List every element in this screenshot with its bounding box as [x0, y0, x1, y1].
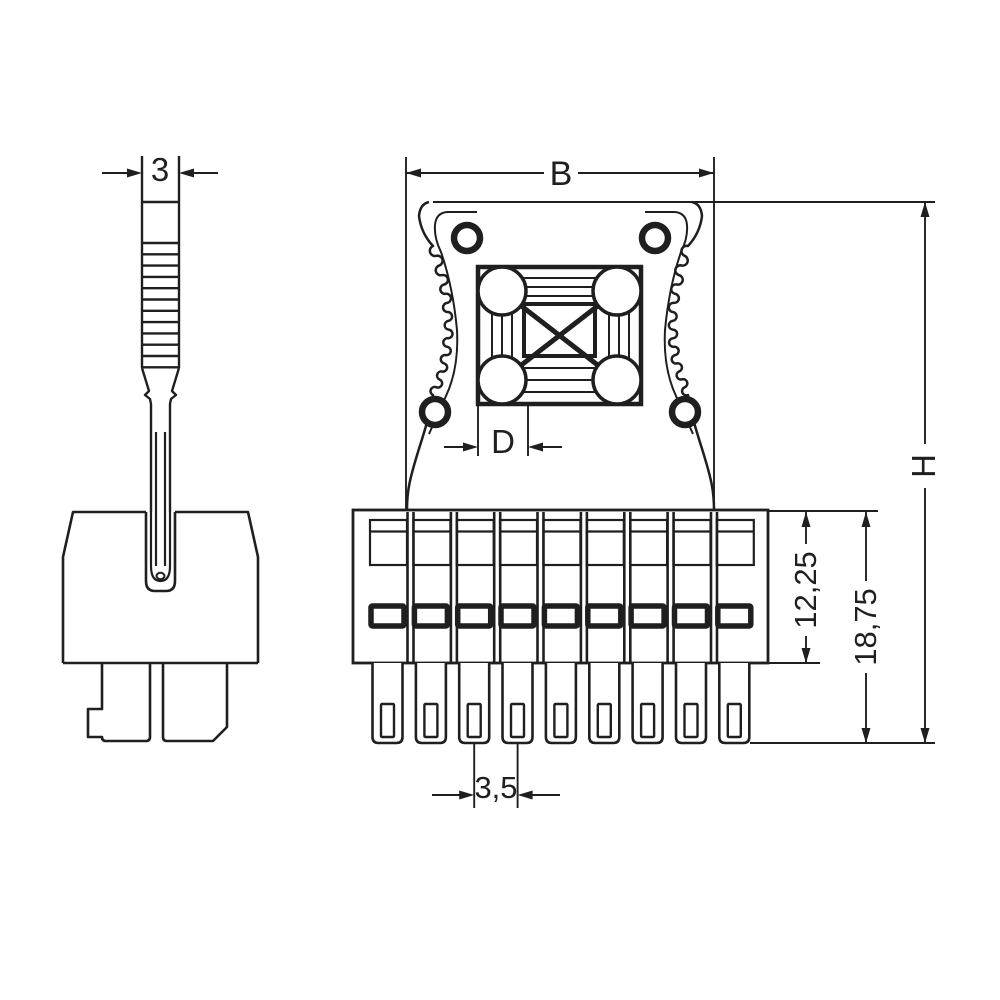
unit-actuation-slot [498, 603, 537, 629]
terminal-unit [454, 512, 502, 745]
terminal-unit [368, 512, 415, 745]
unit-pin-slot [553, 702, 569, 739]
dimension-housing-depth: 12,25 [788, 512, 823, 663]
unit-pin-slot [596, 702, 612, 739]
unit-actuation-slot [368, 603, 407, 629]
terminal-strip-front-view [351, 508, 770, 745]
terminal-unit [671, 512, 719, 745]
housing-side-view [61, 510, 260, 743]
terminal-units [368, 512, 755, 745]
operating-tool-side-view [140, 156, 181, 512]
dim-label-flange-width: B [550, 155, 573, 193]
unit-pin-slot [639, 702, 656, 739]
flange-inner-contour [428, 211, 694, 435]
coding-pins [476, 265, 643, 406]
unit-actuation-slot [541, 603, 581, 629]
dimension-total-height: H [905, 202, 942, 743]
terminal-unit [715, 518, 755, 745]
right-side-dimensions: 12,25 18,75 H [750, 202, 942, 744]
dim-label-coding-pin-diameter: D [491, 423, 515, 460]
dim-label-total-height: H [905, 454, 942, 478]
unit-actuation-slot [585, 603, 624, 629]
flange-outline [405, 200, 716, 511]
dim-label-housing-depth: 12,25 [788, 551, 823, 629]
unit-pin-slot [683, 702, 699, 739]
unit-actuation-slot [411, 603, 451, 629]
mounting-flange-front-view [405, 200, 716, 511]
terminal-unit [628, 512, 675, 745]
dimension-pin-pitch: 3,5 [432, 743, 560, 808]
dim-label-tool-width: 3 [151, 151, 169, 188]
unit-actuation-slot [628, 603, 667, 629]
dimension-overall-depth: 18,75 [848, 512, 883, 743]
mounting-holes [418, 221, 702, 429]
dimension-tool-width: 3 [102, 151, 218, 188]
coding-inner-square [522, 302, 597, 358]
tool-grip-ribs [142, 241, 179, 369]
unit-pin-slot [466, 702, 482, 739]
unit-pin-slot [423, 702, 439, 739]
housing-right-leg [161, 663, 229, 743]
unit-window [715, 518, 755, 567]
dimension-flange-width: B [405, 155, 935, 510]
dim-label-overall-depth: 18,75 [848, 588, 883, 666]
dim-label-pin-pitch: 3,5 [474, 770, 517, 805]
flange-left-edge [405, 200, 454, 511]
terminal-unit [585, 512, 632, 745]
unit-actuation-slot [715, 603, 754, 629]
dimension-coding-pin-diameter: D [444, 406, 562, 460]
unit-actuation-slot [454, 603, 494, 629]
housing-left-leg [86, 663, 152, 743]
unit-pin-slot [726, 702, 742, 739]
unit-pin-slot [509, 702, 526, 739]
coding-outer-square [475, 264, 644, 407]
flange-right-edge [667, 200, 716, 511]
unit-pin-slot [379, 702, 396, 739]
unit-actuation-slot [671, 603, 711, 629]
